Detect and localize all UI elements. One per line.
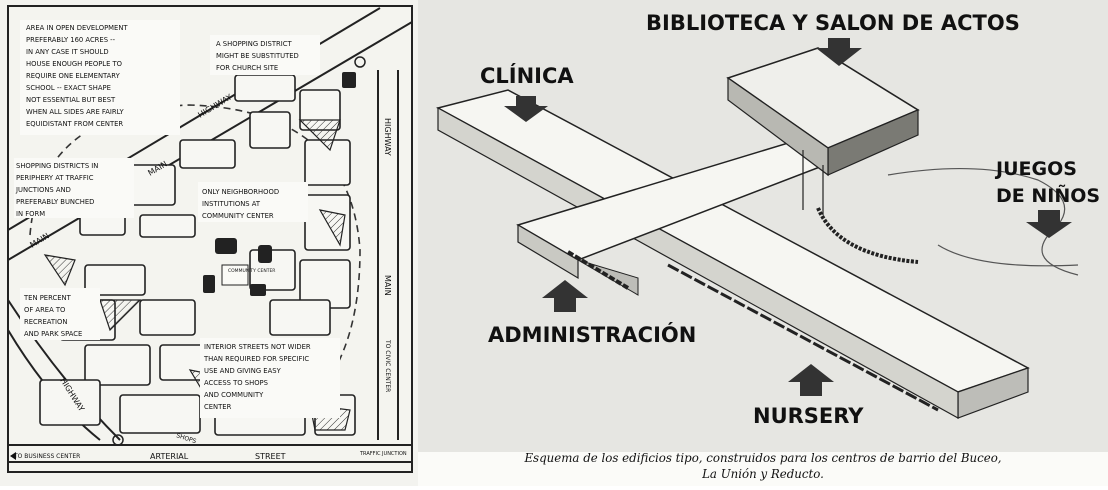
- interior-streets-note-bg: [200, 338, 340, 418]
- junction-circle-top: [354, 56, 366, 68]
- label-juegos-2: DE NIÑOS: [996, 183, 1100, 207]
- main-wing: [435, 89, 1030, 420]
- label-administracion: ADMINISTRACIÓN: [488, 322, 696, 347]
- play-area-curve: [937, 244, 1079, 267]
- neighborhood-line: COMMUNITY CENTER: [202, 212, 274, 220]
- small-labels: TO BUSINESS CENTER TO CIVIC CENTER TRAFF…: [13, 339, 407, 460]
- area-dev-line: EQUIDISTANT FROM CENTER: [26, 120, 123, 128]
- caption-line-1: Esquema de los edificios tipo, construid…: [524, 451, 1002, 465]
- interior-streets-note: INTERIOR STREETS NOT WIDER THAN REQUIRED…: [203, 343, 311, 411]
- scheme-svg: BIBLIOTECA Y SALON DE ACTOS CLÍNICA JUEG…: [418, 0, 1108, 452]
- library-building: [726, 47, 920, 215]
- periphery-line: PERIPHERY AT TRAFFIC: [16, 174, 94, 182]
- interior-streets-line: ACCESS TO SHOPS: [204, 379, 268, 387]
- plan-svg: AREA IN OPEN DEVELOPMENT PREFERABLY 160 …: [7, 5, 413, 473]
- label-biblioteca: BIBLIOTECA Y SALON DE ACTOS: [646, 11, 1020, 35]
- building-scheme-drawing: BIBLIOTECA Y SALON DE ACTOS CLÍNICA JUEG…: [418, 0, 1108, 486]
- area-dev-note-bg: [20, 20, 180, 135]
- area-dev-line: REQUIRE ONE ELEMENTARY: [26, 72, 121, 80]
- recreation-line: AND PARK SPACE: [24, 330, 82, 338]
- label-clinica: CLÍNICA: [480, 63, 574, 88]
- area-dev-line: PREFERABLY 160 ACRES --: [26, 36, 116, 44]
- label-to-business: TO BUSINESS CENTER: [13, 453, 80, 460]
- recreation-note-bg: [20, 288, 100, 340]
- recreation-line: RECREATION: [24, 318, 68, 326]
- arrows: [504, 38, 1072, 396]
- shopping-district-line: A SHOPPING DISTRICT: [216, 40, 292, 48]
- periphery-line: SHOPPING DISTRICTS IN: [16, 162, 98, 170]
- shopping-district-note: A SHOPPING DISTRICT MIGHT BE SUBSTITUTED…: [216, 40, 299, 72]
- area-dev-line: AREA IN OPEN DEVELOPMENT: [26, 24, 128, 32]
- left-arrow-icon: [10, 452, 16, 460]
- shopping-district-line: FOR CHURCH SITE: [216, 64, 278, 72]
- arrow-administracion-icon: [542, 280, 588, 312]
- label-arterial: ARTERIAL: [150, 452, 189, 461]
- shopping-district-note-bg: [210, 35, 320, 75]
- neighborhood-line: ONLY NEIGHBORHOOD: [202, 188, 279, 196]
- community-center-box: [221, 264, 249, 286]
- interior-streets-line: CENTER: [204, 403, 232, 411]
- label-to-civic: TO CIVIC CENTER: [384, 339, 391, 392]
- arterial-street: [8, 444, 412, 463]
- area-dev-line: SCHOOL -- EXACT SHAPE: [26, 84, 111, 92]
- interior-streets-line: AND COMMUNITY: [204, 391, 264, 399]
- interior-streets-line: INTERIOR STREETS NOT WIDER: [204, 343, 311, 351]
- shopping-district-line: MIGHT BE SUBSTITUTED: [216, 52, 299, 60]
- recreation-line: TEN PERCENT: [23, 294, 72, 302]
- interior-streets-line: THAN REQUIRED FOR SPECIFIC: [203, 355, 309, 363]
- curved-wall: [816, 207, 919, 264]
- label-nursery: NURSERY: [753, 404, 864, 428]
- label-highway-right: HIGHWAY: [383, 118, 392, 156]
- periphery-line: IN FORM: [16, 210, 45, 218]
- neighborhood-line: INSTITUTIONS AT: [202, 200, 261, 208]
- recreation-note: TEN PERCENT OF AREA TO RECREATION AND PA…: [23, 294, 82, 338]
- neighborhood-plan-drawing: AREA IN OPEN DEVELOPMENT PREFERABLY 160 …: [0, 0, 418, 486]
- play-area-outline: [887, 168, 1079, 276]
- label-street: STREET: [255, 452, 286, 461]
- cross-wing: [516, 139, 840, 296]
- arrow-clinica-icon: [504, 96, 548, 122]
- figure-caption: Esquema de los edificios tipo, construid…: [418, 450, 1108, 482]
- label-community-center: COMMUNITY CENTER: [228, 268, 275, 274]
- neighborhood-note-bg: [198, 182, 308, 222]
- area-dev-line: IN ANY CASE IT SHOULD: [26, 48, 109, 56]
- neighborhood-note: ONLY NEIGHBORHOOD INSTITUTIONS AT COMMUN…: [202, 188, 279, 220]
- area-dev-note: AREA IN OPEN DEVELOPMENT PREFERABLY 160 …: [26, 24, 128, 128]
- community-center-buildings: [203, 72, 356, 296]
- scheme-labels: BIBLIOTECA Y SALON DE ACTOS CLÍNICA JUEG…: [480, 11, 1100, 428]
- periphery-note: SHOPPING DISTRICTS IN PERIPHERY AT TRAFF…: [15, 162, 98, 218]
- area-dev-line: HOUSE ENOUGH PEOPLE TO: [26, 60, 122, 68]
- interior-streets-line: USE AND GIVING EASY: [204, 367, 282, 375]
- label-traffic-junction: TRAFFIC JUNCTION: [359, 451, 407, 457]
- arrow-juegos-icon: [1026, 210, 1072, 238]
- area-dev-line: NOT ESSENTIAL BUT BEST: [26, 96, 116, 104]
- area-dev-line: WHEN ALL SIDES ARE FAIRLY: [26, 108, 124, 116]
- recreation-line: OF AREA TO: [24, 306, 65, 314]
- junction-circle-bottom: [112, 434, 124, 446]
- caption-line-2: La Unión y Reducto.: [702, 467, 824, 481]
- periphery-line: PREFERABLY BUNCHED: [16, 198, 94, 206]
- label-juegos-1: JUEGOS: [994, 158, 1077, 180]
- label-main-right: MAIN: [383, 275, 392, 296]
- arrow-nursery-icon: [788, 364, 834, 396]
- arrow-biblioteca-icon: [816, 38, 862, 66]
- right-highway: [377, 70, 399, 440]
- periphery-note-bg: [14, 158, 134, 218]
- periphery-line: JUNCTIONS AND: [15, 186, 71, 194]
